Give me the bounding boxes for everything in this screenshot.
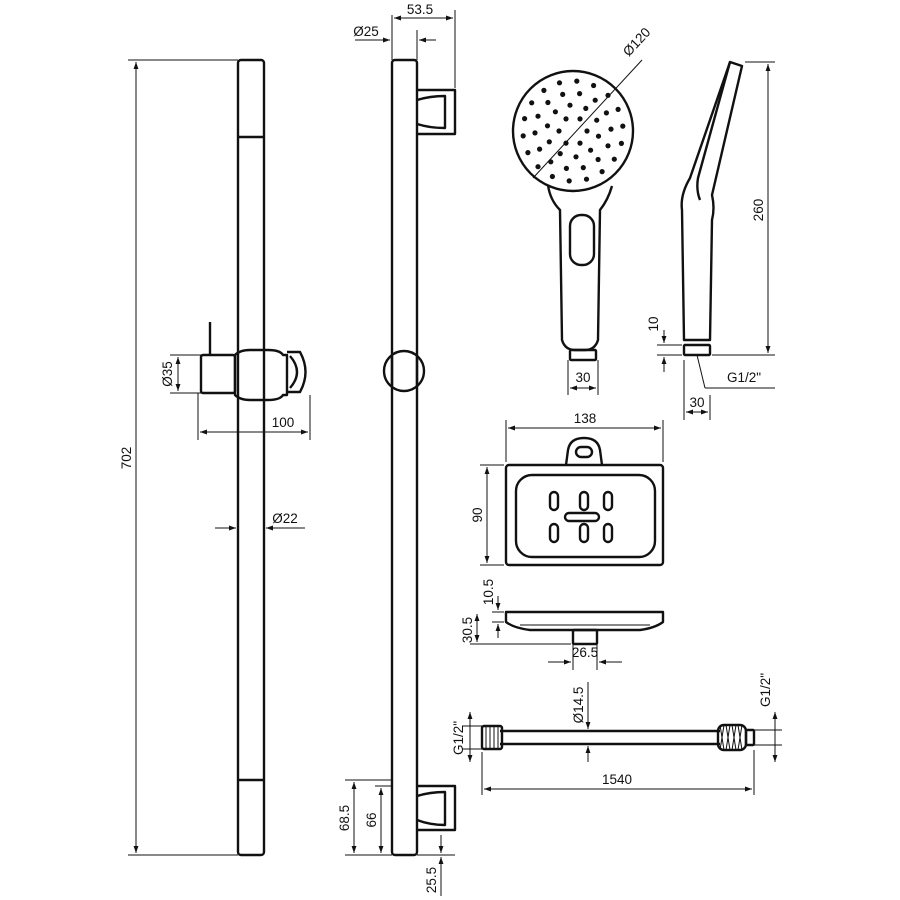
connector-length-label: 10 <box>646 316 661 331</box>
nozzle <box>588 147 594 153</box>
nozzle <box>549 173 556 180</box>
nozzle <box>577 116 583 122</box>
dish-basin <box>514 473 657 559</box>
bracket-diameter-label: Ø25 <box>353 24 379 39</box>
nozzle <box>618 140 625 146</box>
top-bracket <box>417 88 457 136</box>
nozzle <box>556 128 562 134</box>
nozzle <box>595 156 601 163</box>
dish-mount <box>571 628 599 646</box>
nozzle <box>620 123 626 129</box>
lower-bracket-height-label: 68.5 <box>337 805 352 831</box>
nozzle <box>560 91 566 97</box>
nozzle <box>583 105 589 111</box>
side-connector-width-label: 30 <box>689 395 704 410</box>
hand-shower-length-label: 260 <box>751 199 766 222</box>
nozzle <box>591 82 597 89</box>
drain-slots <box>548 490 614 544</box>
nozzle <box>552 109 559 115</box>
dish-width-label: 138 <box>574 411 597 426</box>
nozzle <box>537 146 543 152</box>
hand-shower-front: Ø120 30 <box>511 25 653 395</box>
rail-height-label: 702 <box>119 447 134 470</box>
dish-mount-width-label: 26.5 <box>572 645 598 660</box>
rail-side-view: Ø25 53.5 68.5 66 25.5 <box>337 2 457 896</box>
holder-projection-label: 100 <box>272 415 295 430</box>
nozzle <box>594 117 600 123</box>
nozzle <box>545 99 551 106</box>
bottom-bracket <box>417 784 457 832</box>
nozzle <box>574 78 580 84</box>
nozzle <box>529 100 535 106</box>
shower-head-outline <box>511 69 635 193</box>
front-connector <box>568 348 598 362</box>
slider-holder <box>199 322 307 402</box>
dish-plate <box>504 463 665 567</box>
dish-side-profile <box>504 610 665 632</box>
side-connector <box>682 343 712 357</box>
nozzle <box>605 92 611 98</box>
nozzle <box>522 116 528 122</box>
hose-length-label: 1540 <box>602 772 632 787</box>
nozzle <box>544 123 551 129</box>
nozzle <box>557 151 563 157</box>
nozzle <box>595 133 602 139</box>
nozzle <box>584 128 590 134</box>
connector-thread-label: G1/2" <box>727 370 761 385</box>
hose-diameter-label: Ø14.5 <box>571 687 586 724</box>
nozzle <box>599 169 605 175</box>
rail-side-tube <box>390 58 419 857</box>
tube-diameter-label: Ø22 <box>272 511 298 526</box>
soap-dish-top: 138 90 <box>470 411 665 567</box>
hose-right-thread-label: G1/2" <box>758 673 773 707</box>
nozzle <box>573 154 579 160</box>
nozzle <box>541 87 547 93</box>
dish-thickness-label: 10.5 <box>481 579 496 605</box>
nozzle <box>535 113 541 119</box>
head-diameter-label: Ø120 <box>620 25 653 59</box>
soap-dish-side: 10.5 30.5 26.5 <box>460 579 665 670</box>
nozzle-pattern <box>520 78 626 184</box>
dish-hanger <box>564 436 604 466</box>
hose-left-nut <box>480 724 504 751</box>
nozzle <box>603 110 610 116</box>
dish-height-label: 30.5 <box>460 617 475 643</box>
nozzle <box>608 126 614 132</box>
nozzle <box>605 143 611 149</box>
nozzle <box>556 80 563 86</box>
nozzle <box>577 140 583 146</box>
front-connector-width-label: 30 <box>575 370 590 385</box>
nozzle <box>580 165 586 171</box>
bottom-offset-label: 25.5 <box>424 867 439 893</box>
nozzle <box>525 150 531 156</box>
side-profile <box>680 60 744 342</box>
holder-diameter-label: Ø35 <box>160 361 175 387</box>
nozzle <box>592 97 598 103</box>
shower-hose: Ø14.5 G1/2" G1/2" 1540 <box>451 673 782 795</box>
bracket-depth-label: 53.5 <box>407 2 433 17</box>
dish-depth-label: 90 <box>470 507 485 522</box>
hand-shower-side: 260 10 G1/2" 30 <box>646 60 775 420</box>
rail-tube <box>236 58 266 857</box>
side-slider-ring <box>382 349 426 393</box>
nozzle <box>535 164 541 170</box>
nozzle <box>567 102 573 108</box>
nozzle <box>583 176 590 182</box>
nozzle <box>566 178 572 184</box>
lower-bracket-inner-label: 66 <box>364 812 379 827</box>
hose-left-thread-label: G1/2" <box>451 721 466 755</box>
nozzle <box>577 91 583 97</box>
nozzle <box>563 116 569 122</box>
nozzle <box>520 133 526 139</box>
nozzle <box>615 106 621 112</box>
handle-button <box>568 213 596 267</box>
nozzle <box>563 165 570 171</box>
rail-front-view: 702 Ø35 100 Ø22 <box>119 58 311 857</box>
nozzle <box>611 156 617 162</box>
nozzle <box>546 139 552 145</box>
hose-right-knurl <box>719 724 743 751</box>
nozzle <box>532 130 538 136</box>
